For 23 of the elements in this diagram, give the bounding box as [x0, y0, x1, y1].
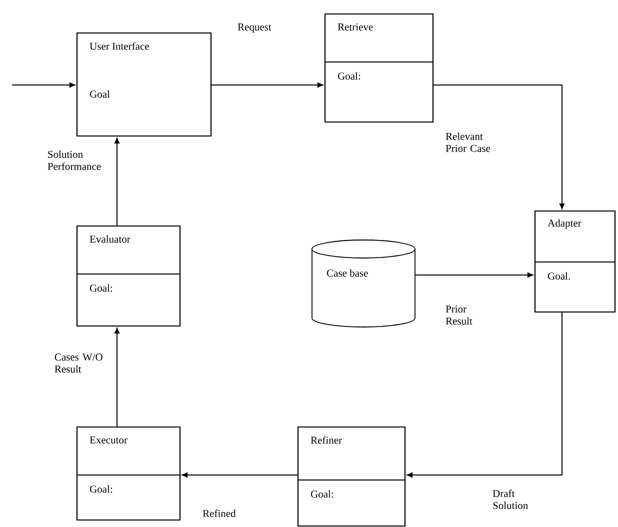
- edge-label: Prior Result: [446, 306, 472, 325]
- arrow: [12, 82, 76, 88]
- node-label: Case base: [326, 269, 368, 277]
- edge-label: Refined: [202, 510, 236, 518]
- process-box: Evaluator Goal:: [76, 225, 181, 327]
- arrow: [114, 328, 120, 427]
- process-box: Executor Goal:: [76, 426, 181, 521]
- process-box: Retrieve Goal:: [324, 13, 434, 123]
- arrow: [433, 84, 565, 210]
- database-cylinder: Case base: [312, 240, 416, 328]
- process-box: Adapter Goal.: [534, 210, 616, 313]
- process-box: User Interface Goal: [76, 32, 212, 137]
- arrow: [211, 82, 324, 88]
- edge-label: Draft Solution: [492, 490, 528, 510]
- arrow: [406, 312, 562, 478]
- arrow: [415, 272, 534, 278]
- arrow: [114, 138, 120, 226]
- edge-label: Relevant Prior Case: [446, 132, 490, 152]
- edge-label: Solution Performance: [48, 150, 101, 170]
- edge-label: Request: [238, 24, 272, 33]
- process-box: Refiner Goal:: [297, 426, 406, 527]
- edge-label: Cases W/O Result: [54, 354, 102, 373]
- arrow: [182, 472, 298, 478]
